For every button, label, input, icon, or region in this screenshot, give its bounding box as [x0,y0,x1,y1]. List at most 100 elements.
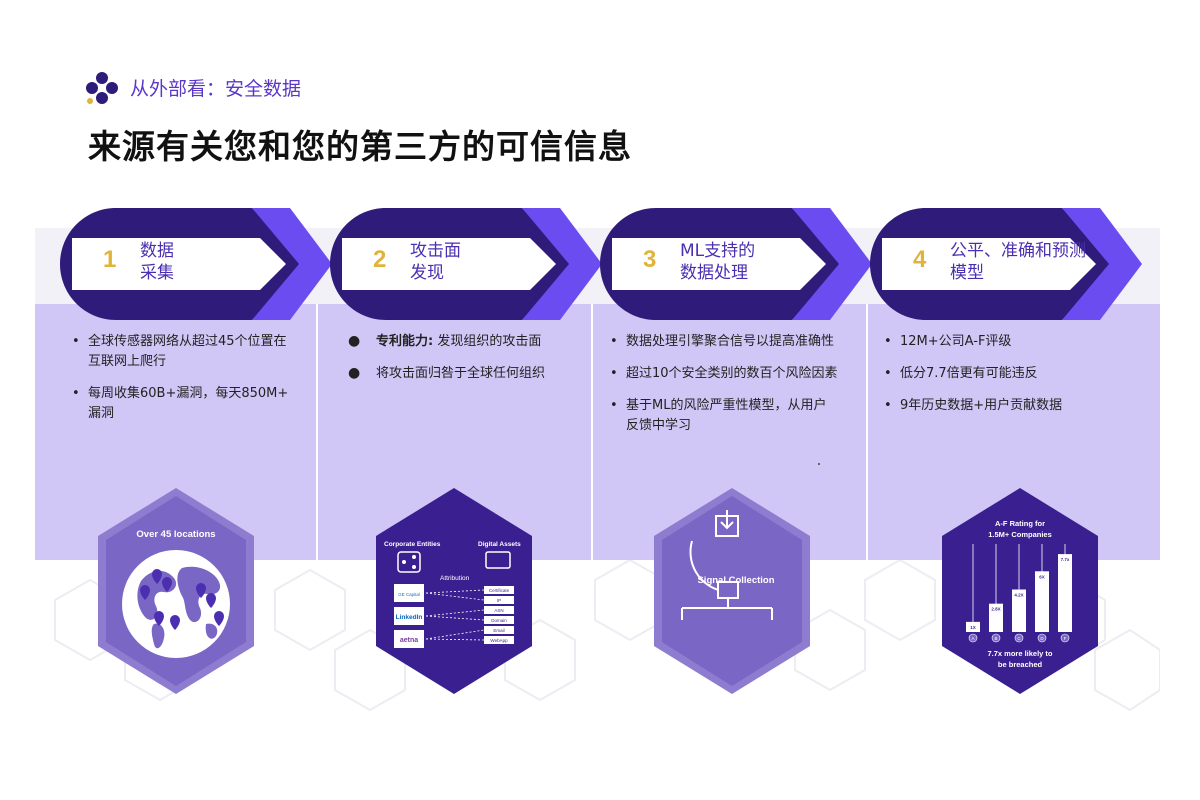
bullet-text: 将攻击面归咎于全球任何组织 [376,366,546,381]
step-label-line: 发现 [410,263,444,283]
step-4: 4 公平、准确和预测 模型 [870,208,1142,320]
grade-marker [1060,633,1070,643]
bar-D [1035,571,1049,632]
digital-assets-title: Digital Assets [478,541,521,548]
grade-label: B [994,636,997,641]
step-label-line: ML支持的 [680,241,756,261]
gear-monitor-icon [485,551,511,569]
step-2-bullets: ● 专利能力: 发现组织的攻击面 ● 将攻击面归咎于全球任何组织 [344,332,584,396]
asset-chip [484,586,514,594]
list-item: • 数据处理引擎聚合信号以提高准确性 [606,332,856,352]
step-label: 数据 采集 [140,240,174,284]
brand-logo-icon [86,72,118,104]
step-label: 攻击面 发现 [410,240,461,284]
bullet-text: 超过10个安全类别的数百个风险因素 [626,366,838,381]
step-3: 3 ML支持的 数据处理 [600,208,872,320]
grade-label: D [1040,636,1044,641]
bullet-text: 9年历史数据+用户贡献数据 [900,398,1063,413]
step-1: 1 数据 采集 [60,208,332,320]
globe-caption: Over 45 locations [136,529,215,540]
entity-card [394,584,424,602]
bullet-text: 发现组织的攻击面 [433,334,542,349]
step-number: 3 [643,246,657,273]
step-arrow-shape [60,208,332,320]
attribution-label: Attribution [440,575,470,582]
step-label-line: 数据 [140,241,174,261]
asset-chip [484,606,514,614]
bullet-text: 漏洞 [88,406,115,421]
entity-card [394,607,424,625]
asset-chip [484,626,514,634]
bullet-text: 每周收集60B+漏洞，每天850M+ [88,386,289,401]
step-2: 2 攻击面 发现 [330,208,602,320]
hexagon-signal-collection: Signal Collection [652,486,812,696]
step-label-line: 公平、准确和预测 [950,241,1086,261]
chart-title-line: A-F Rating for [995,519,1045,528]
column-divider [591,304,593,560]
step-number: 1 [103,246,117,273]
entity-ge-capital: GE Capital [398,592,420,597]
grade-label: C [1017,636,1021,641]
bullet-text: 12M+公司A-F评级 [900,334,1012,349]
grade-label: F [1064,636,1067,641]
step-label: ML支持的 数据处理 [680,240,755,284]
bullet-text: 互联网上爬行 [88,354,167,369]
bar-A [966,621,980,632]
entity-aetna: aetna [400,637,418,644]
grade-marker [1037,633,1047,643]
step-number: 4 [913,246,927,273]
list-item: • 每周收集60B+漏洞，每天850M+ 漏洞 [68,384,308,424]
page-title: 来源有关您和您的第三方的可信信息 [88,127,632,166]
list-item: ● 专利能力: 发现组织的攻击面 [348,333,542,349]
stray-dot [818,463,820,465]
asset-webapp: WebApp [490,638,508,643]
step-1-bullets: • 全球传感器网络从超过45个位置在 互联网上爬行 • 每周收集60B+漏洞，每… [68,332,308,436]
step-arrow-shape [330,208,602,320]
bullet-text: 全球传感器网络从超过45个位置在 [88,334,287,349]
globe-icon [122,550,230,658]
grade-marker [968,633,978,643]
step-label: 公平、准确和预测 模型 [950,240,1086,284]
share-nodes-icon [397,551,421,573]
list-item: • 9年历史数据+用户贡献数据 [880,396,1140,416]
list-item: • 12M+公司A-F评级 [880,332,1140,352]
asset-chip [484,596,514,604]
bullet-text: 数据处理引擎聚合信号以提高准确性 [626,334,835,349]
column-divider [866,304,868,560]
hexagon-attribution: Corporate Entities Digital Assets Attrib… [374,486,534,696]
asset-email: Email [493,628,504,633]
bar-value-label: 6X [1039,574,1045,579]
grade-marker [1014,633,1024,643]
step-label-line: 数据处理 [680,263,748,283]
bullet-text: 低分7.7倍更有可能违反 [900,366,1038,381]
entity-linkedin: LinkedIn [396,614,423,621]
list-item: ● 将攻击面归咎于全球任何组织 [348,365,546,381]
entity-card [394,630,424,648]
asset-asn: ASN [494,608,503,613]
bullet-text: 反馈中学习 [626,418,692,433]
bullet-bold-text: 专利能力: [376,334,434,349]
step-label-line: 模型 [950,263,984,283]
signal-collection-caption: Signal Collection [697,575,774,586]
step-arrow-shape [870,208,1142,320]
bullet-text: 基于ML的风险严重性模型，从用户 [626,398,827,413]
list-item: • 全球传感器网络从超过45个位置在 互联网上爬行 [68,332,308,372]
step-4-bullets: • 12M+公司A-F评级 • 低分7.7倍更有可能违反 • 9年历史数据+用户… [880,332,1140,428]
grade-marker [991,633,1001,643]
chart-footer-line: be breached [998,660,1043,669]
asset-certificate: Certificate [489,588,510,593]
asset-chip [484,616,514,624]
list-item: • 基于ML的风险严重性模型，从用户 反馈中学习 [606,396,856,436]
corporate-entities-title: Corporate Entities [384,541,441,548]
step-arrow-shape [600,208,872,320]
list-item: • 低分7.7倍更有可能违反 [880,364,1140,384]
bar-value-label: 1X [970,625,976,630]
grade-label: A [971,636,974,641]
bar-value-label: 7.7x [1061,557,1070,562]
step-label-line: 采集 [140,263,174,283]
column-divider [316,304,318,560]
asset-ip: IP [497,598,501,603]
asset-domain: Domain [491,618,507,623]
